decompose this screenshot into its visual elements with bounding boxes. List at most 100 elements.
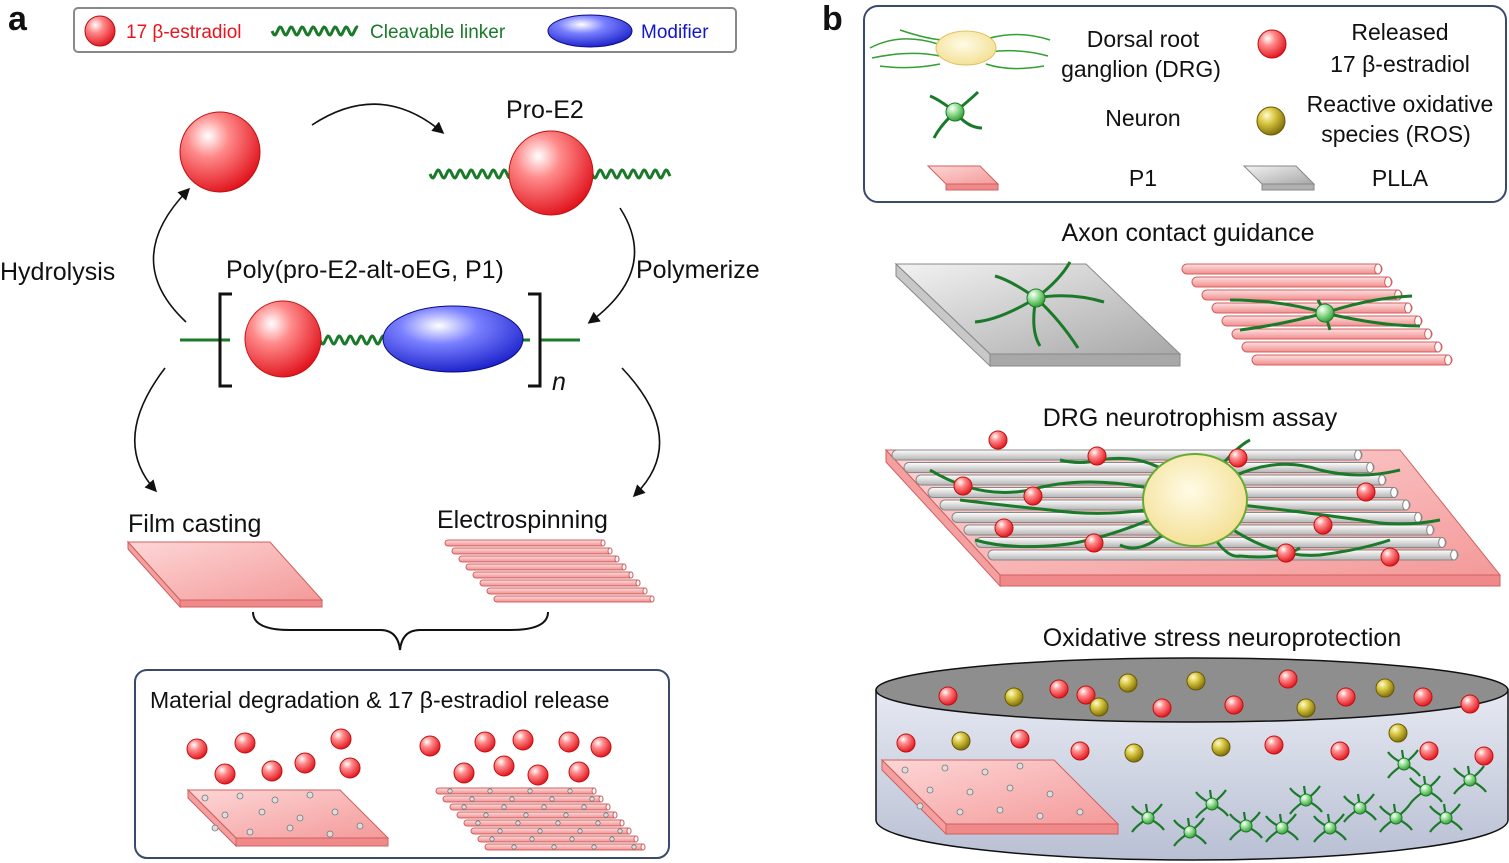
dish-neuron bbox=[1429, 803, 1463, 833]
degrading-fiber bbox=[463, 819, 625, 827]
electrospun-fiber bbox=[465, 563, 627, 571]
pro-e2-linker-right bbox=[590, 168, 672, 180]
film-pore bbox=[236, 792, 244, 800]
dish-estradiol-sphere bbox=[1076, 685, 1096, 705]
electrospun-fiber bbox=[472, 571, 634, 579]
polymerize-arrow bbox=[587, 207, 636, 324]
panel-a-legend: 17 β-estradiol Cleavable linker Modifier bbox=[73, 7, 737, 53]
dish-estradiol-sphere bbox=[1460, 694, 1480, 714]
polymer-estradiol-sphere bbox=[244, 300, 322, 378]
dish-estradiol-sphere bbox=[1049, 679, 1069, 699]
ros-sphere bbox=[1004, 687, 1024, 707]
dish-estradiol-sphere bbox=[1474, 746, 1494, 766]
arrow-to-film bbox=[133, 367, 166, 493]
dish-neuron bbox=[1387, 749, 1421, 779]
dish-estradiol-sphere bbox=[1264, 735, 1284, 755]
drg-assay-title: DRG neurotrophism assay bbox=[1043, 404, 1338, 432]
estradiol-legend-icon bbox=[84, 15, 116, 47]
dish-neuron bbox=[1289, 785, 1323, 815]
polymerize-label: Polymerize bbox=[636, 256, 760, 284]
degrading-fiber bbox=[477, 835, 639, 843]
released-estradiol-sphere bbox=[186, 738, 208, 760]
drg-estradiol-sphere bbox=[1084, 533, 1104, 553]
released-estradiol-sphere bbox=[590, 736, 612, 758]
dish-neuron bbox=[1173, 817, 1207, 847]
dish-film-pore bbox=[996, 806, 1004, 814]
pro-e2-label: Pro-E2 bbox=[506, 96, 584, 124]
culture-dish bbox=[875, 657, 1509, 861]
hydrolysis-arrow bbox=[152, 187, 191, 323]
dish-neuron bbox=[1409, 775, 1443, 805]
film-pore bbox=[211, 824, 219, 832]
neuron-legend-icon bbox=[929, 90, 983, 139]
dish-film-pore bbox=[916, 802, 924, 810]
legend-linker-label: Cleavable linker bbox=[370, 22, 506, 43]
ros-sphere bbox=[1124, 743, 1144, 763]
electrospun-fiber bbox=[493, 595, 655, 603]
linker-legend-icon bbox=[270, 25, 359, 37]
p1-fiber bbox=[1241, 341, 1443, 353]
dish-estradiol-sphere bbox=[1330, 741, 1350, 761]
dish-neuron bbox=[1313, 813, 1347, 843]
electrospinning-label: Electrospinning bbox=[437, 506, 608, 534]
repeat-n-label: n bbox=[552, 368, 566, 396]
pro-e2-linker-left bbox=[428, 168, 511, 180]
released-estradiol-spheres bbox=[186, 728, 612, 786]
film-pore bbox=[286, 824, 294, 832]
p1-legend-icon bbox=[926, 165, 1000, 191]
degrading-fiber bbox=[456, 811, 618, 819]
film-pore bbox=[221, 811, 229, 819]
released-estradiol-sphere bbox=[512, 729, 534, 751]
dish-film-pore bbox=[1036, 812, 1044, 820]
p1-fiber bbox=[1191, 276, 1393, 288]
dish-neuron bbox=[1343, 793, 1377, 823]
dish-neuron bbox=[1379, 803, 1413, 833]
curly-brace bbox=[252, 611, 549, 651]
axon-guidance-title: Axon contact guidance bbox=[1062, 219, 1315, 247]
dish-estradiol-sphere bbox=[1070, 741, 1090, 761]
bracket-left bbox=[218, 292, 232, 388]
released-estradiol-sphere bbox=[493, 755, 515, 777]
aligned-neuron bbox=[1229, 294, 1421, 332]
arrow-to-pro-e2 bbox=[311, 103, 445, 134]
released-estradiol-sphere bbox=[330, 728, 352, 750]
panel-b-legend-box bbox=[863, 5, 1507, 203]
bracket-right bbox=[528, 292, 542, 388]
p1-fiber bbox=[1231, 328, 1433, 340]
ros-sphere bbox=[1296, 698, 1316, 718]
legend-modifier-label: Modifier bbox=[641, 22, 709, 43]
drg-estradiol-sphere bbox=[1356, 482, 1376, 502]
film-casting-label: Film casting bbox=[128, 510, 261, 538]
legend-p1-label: P1 bbox=[1129, 165, 1157, 191]
released-estradiol-sphere bbox=[339, 757, 361, 779]
film-pore bbox=[306, 791, 314, 799]
film-pore bbox=[246, 828, 254, 836]
drg-estradiol-sphere bbox=[1087, 446, 1107, 466]
drg-legend-icon bbox=[869, 29, 1051, 70]
released-estradiol-sphere bbox=[419, 735, 441, 757]
legend-ros-line2: species (ROS) bbox=[1321, 121, 1471, 147]
dish-estradiol-sphere bbox=[938, 686, 958, 706]
released-estradiol-sphere bbox=[568, 761, 590, 783]
film-pore bbox=[296, 814, 304, 822]
dish-film-pore bbox=[901, 766, 909, 774]
released-estradiol-sphere bbox=[558, 731, 580, 753]
dish-estradiol-sphere bbox=[896, 733, 916, 753]
ros-sphere bbox=[1186, 671, 1206, 691]
released-estradiol-sphere bbox=[527, 764, 549, 786]
legend-drg-line1: Dorsal root bbox=[1087, 26, 1200, 52]
electrospun-fiber bbox=[451, 547, 613, 555]
estradiol-sphere bbox=[179, 111, 261, 193]
legend-plla-label: PLLA bbox=[1372, 165, 1429, 191]
panel-a-letter: a bbox=[8, 0, 28, 38]
legend-released-line1: Released bbox=[1351, 19, 1448, 45]
dish-film-pore bbox=[1076, 808, 1084, 816]
ros-sphere bbox=[1388, 723, 1408, 743]
degrading-fibers bbox=[435, 787, 646, 851]
electrospun-fiber bbox=[479, 579, 641, 587]
drg-estradiol-sphere bbox=[953, 476, 973, 496]
drg-estradiol-sphere bbox=[1023, 486, 1043, 506]
dish-estradiol-sphere bbox=[1278, 669, 1298, 689]
film-pore bbox=[258, 808, 266, 816]
